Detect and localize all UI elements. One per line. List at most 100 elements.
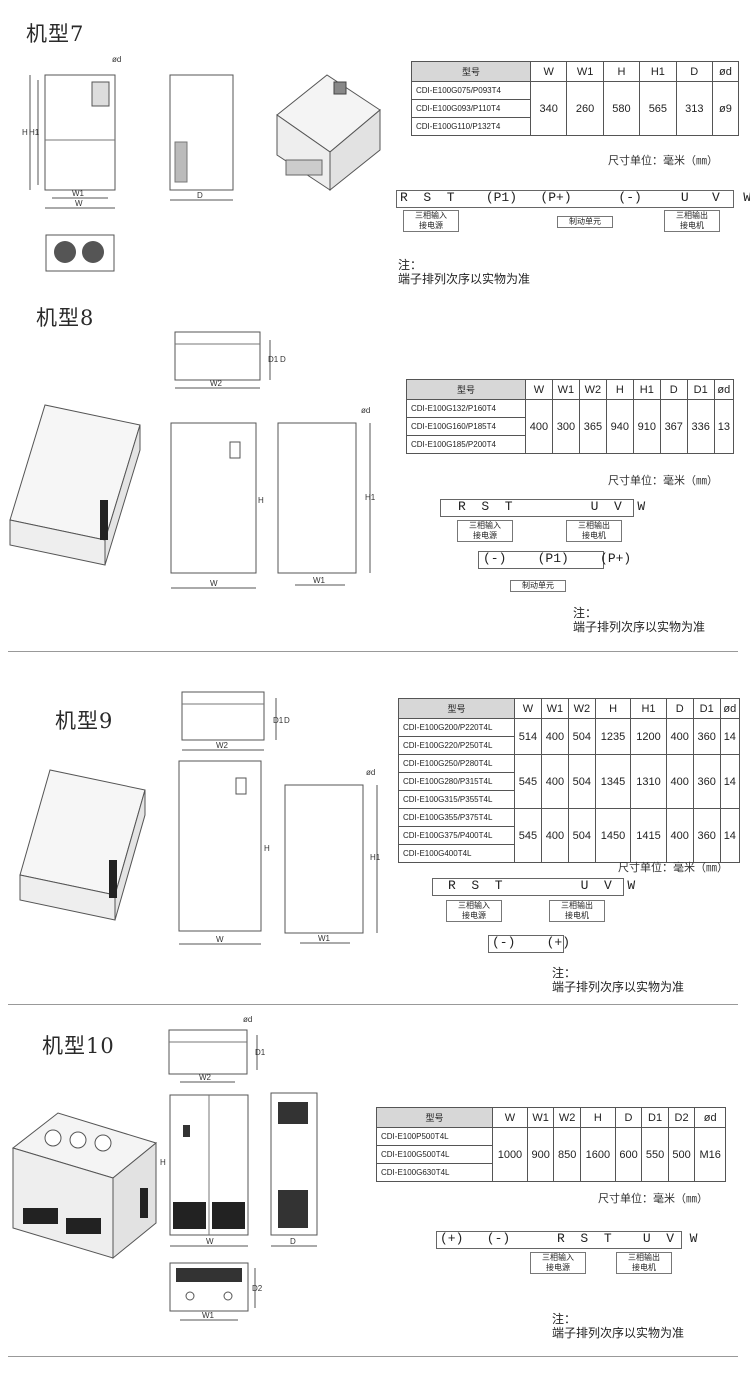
model-8-label-W2: W2 [210, 379, 223, 388]
value-cell: 1235 [594, 718, 632, 755]
col-header: D1 [686, 379, 715, 400]
model-7-label-D: D [197, 191, 203, 200]
model-10-label-D2: D2 [252, 1284, 263, 1293]
value-cell: 260 [566, 81, 604, 136]
model-10-terminal-box [436, 1231, 682, 1249]
model-7-iso-drawing [276, 74, 381, 192]
col-header: W [525, 379, 553, 400]
model-10-label-od: ød [243, 1015, 252, 1024]
section-divider [8, 651, 738, 652]
model-cell: CDI-E100G500T4L [376, 1145, 493, 1164]
col-header: D1 [692, 698, 721, 719]
model-10-side-drawing: D [270, 1092, 318, 1247]
value-cell: 365 [578, 399, 607, 454]
table-row: CDI-E100G250/P280T4L 545 400 504 1345 13… [398, 754, 741, 809]
value-cell: 300 [551, 399, 580, 454]
model-10-top-drawing: W2 D1 ød [168, 1015, 266, 1083]
col-header: W1 [551, 379, 580, 400]
model-8-terminal-label-input: 三相输入 接电源 [457, 520, 513, 542]
value-cell: 400 [665, 754, 694, 809]
model-10-label-W1: W1 [202, 1311, 215, 1320]
value-cell: 1450 [594, 808, 632, 863]
model-8-label-od: ød [361, 406, 370, 415]
model-8-label-D1: D1 [268, 355, 279, 364]
model-8-front-drawing: H W [170, 422, 264, 589]
value-cell: 1000 [492, 1127, 528, 1182]
model-7-label-H: H [22, 128, 28, 137]
model-10-terminal-label-output: 三相输出 接电机 [616, 1252, 672, 1274]
model-cell: CDI-E100G375/P400T4L [398, 826, 515, 845]
table-row: CDI-E100G185/P200T4 [406, 435, 734, 454]
model-7-spec-table: 型号 W W1 H H1 D ød CDI-E100G075/P093T4 34… [411, 61, 740, 136]
col-header: 型号 [411, 61, 531, 82]
model-9-terminal-row-1: R S T U V W [448, 878, 636, 893]
model-10-title: 机型10 [42, 1034, 115, 1058]
value-cell: 360 [692, 754, 721, 809]
table-row: CDI-E100G200/P220T4L 514 400 504 1235 12… [398, 718, 741, 755]
section-divider [8, 1004, 738, 1005]
model-10-unit: 尺寸单位：毫米（㎜） [598, 1192, 708, 1205]
value-cell: 13 [713, 399, 735, 454]
model-8-side-drawing: H1 W1 ød [277, 406, 376, 586]
model-8-spec-table: 型号 W W1 W2 H H1 D D1 ød CDI-E100G132/P16… [406, 379, 735, 454]
model-7-label-W: W [75, 199, 83, 208]
model-7-label-W1: W1 [72, 189, 85, 198]
value-cell: 400 [665, 808, 694, 863]
col-header: H1 [632, 379, 661, 400]
value-cell: 336 [686, 399, 715, 454]
model-9-unit: 尺寸单位：毫米（㎜） [618, 861, 728, 874]
col-header: ød [694, 1107, 726, 1128]
model-10-label-D: D [290, 1237, 296, 1246]
model-8-terminal-row-2: (-) (P1) (P+) [483, 551, 632, 566]
col-header: W2 [567, 698, 596, 719]
model-9-label-H1: H1 [370, 853, 381, 862]
model-9-title: 机型9 [55, 709, 114, 733]
model-8-top-drawing: W2 D1 D [174, 331, 286, 389]
model-7-title: 机型7 [26, 22, 85, 46]
model-9-iso-drawing [19, 769, 146, 921]
col-header: H [579, 1107, 616, 1128]
model-8-terminal-box-1 [440, 499, 634, 517]
model-8-title: 机型8 [36, 306, 95, 330]
model-10-note: 注： 端子排列次序以实物为准 [552, 1312, 685, 1340]
model-9-top-drawing: W2 D1 D [181, 691, 290, 751]
model-8-terminal-label-output: 三相输出 接电机 [566, 520, 622, 542]
col-header: H [594, 698, 632, 719]
col-header: W1 [566, 61, 604, 82]
col-header: ød [713, 379, 735, 400]
model-9-terminal-label-input: 三相输入 接电源 [446, 900, 502, 922]
value-cell: 1345 [594, 754, 632, 809]
model-9-side-drawing: H1 W1 ød [284, 768, 381, 944]
table-row: CDI-E100P500T4L 1000 900 850 1600 600 55… [376, 1127, 726, 1182]
value-cell: 400 [540, 718, 569, 755]
value-cell: 600 [614, 1127, 643, 1182]
model-10-spec-table: 型号 W W1 W2 H D D1 D2 ød CDI-E100P500T4L … [376, 1107, 726, 1182]
model-cell: CDI-E100G400T4L [398, 844, 515, 863]
col-header: ød [711, 61, 740, 82]
model-cell: CDI-E100G132/P160T4 [406, 399, 526, 418]
model-7-side-drawing: D [169, 74, 234, 201]
col-header: D [675, 61, 713, 82]
model-9-label-H: H [264, 844, 270, 853]
model-cell: CDI-E100G200/P220T4L [398, 718, 515, 737]
value-cell: 545 [514, 754, 542, 809]
col-header: D [665, 698, 694, 719]
model-9-label-od: ød [366, 768, 375, 777]
model-cell: CDI-E100G220/P250T4L [398, 736, 515, 755]
value-cell: 500 [667, 1127, 696, 1182]
value-cell: 14 [719, 754, 741, 809]
model-8-label-H: H [258, 496, 264, 505]
model-9-terminal-box-2 [488, 935, 564, 953]
model-8-note: 注： 端子排列次序以实物为准 [573, 606, 706, 634]
model-8-label-D: D [280, 355, 286, 364]
value-cell: 580 [602, 81, 641, 136]
model-9-label-D1: D1 [273, 716, 284, 725]
model-7-terminal-box [396, 190, 734, 208]
col-header: D [614, 1107, 643, 1128]
model-8-unit: 尺寸单位：毫米（㎜） [608, 474, 718, 487]
col-header: D [659, 379, 688, 400]
model-7-front-drawing: H H1 W1 W ød [22, 55, 121, 209]
table-row: CDI-E100G110/P132T4 [411, 117, 739, 136]
value-cell: 14 [719, 718, 741, 755]
model-10-terminal-label-input: 三相输入 接电源 [530, 1252, 586, 1274]
